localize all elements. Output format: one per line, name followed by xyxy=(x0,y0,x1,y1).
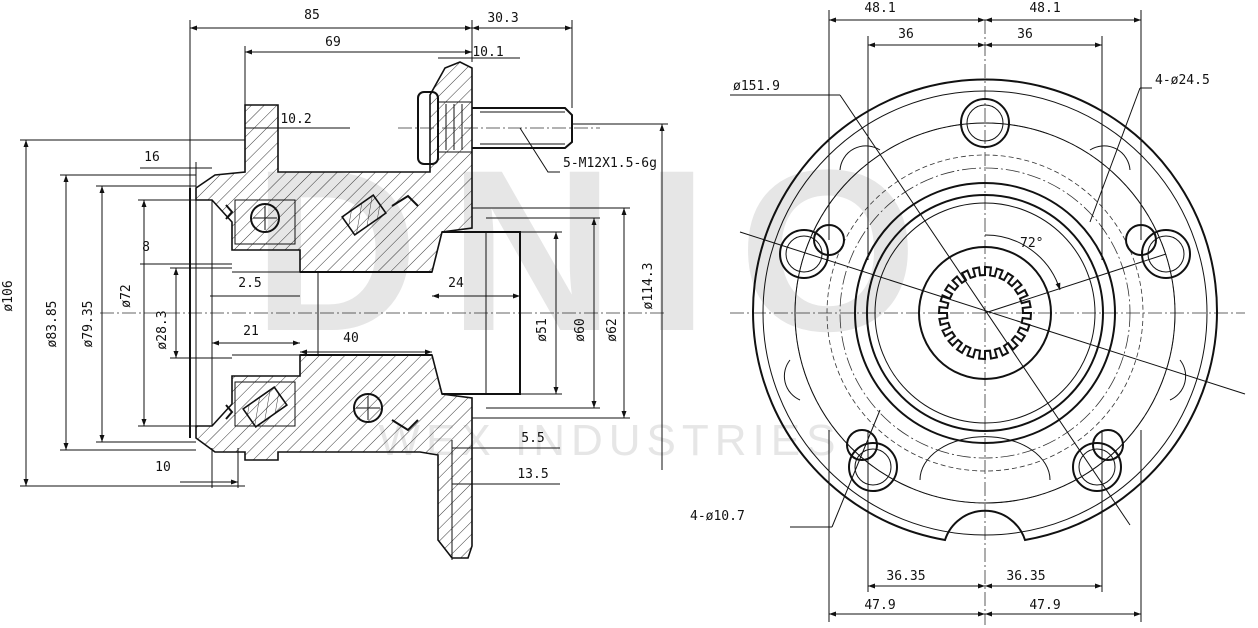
dim-10: 10 xyxy=(155,460,171,475)
dim-48-1-left: 48.1 xyxy=(864,1,895,16)
ball-upper-outer xyxy=(250,203,280,233)
wheel-stud xyxy=(398,91,600,165)
stud-hole-lower-left xyxy=(848,442,898,492)
dim-dia-72: ø72 xyxy=(119,284,134,307)
side-section-view: 85 30.3 69 10.1 10.2 16 8 2.5 21 40 24 5… xyxy=(1,8,668,560)
dim-dia-28-3: ø28.3 xyxy=(155,310,170,349)
bearing-elements xyxy=(225,193,419,432)
dim-24: 24 xyxy=(448,276,464,291)
dim-30-3: 30.3 xyxy=(487,11,518,26)
dim-48-1-right: 48.1 xyxy=(1029,1,1060,16)
dim-40: 40 xyxy=(343,331,359,346)
dim-8: 8 xyxy=(142,240,150,255)
stud-hole-lower-right xyxy=(1072,442,1122,492)
dim-36-right: 36 xyxy=(1017,27,1033,42)
dim-2-5: 2.5 xyxy=(238,276,261,291)
front-outer-flange xyxy=(752,78,1218,542)
dim-10-1: 10.1 xyxy=(472,45,503,60)
hub-ring-inner xyxy=(866,194,1104,432)
roller-lower-outer xyxy=(242,385,288,429)
stud-hole-top xyxy=(960,98,1010,148)
dim-36-left: 36 xyxy=(898,27,914,42)
front-dimension-lines xyxy=(730,10,1142,622)
dim-47-9-left: 47.9 xyxy=(864,598,895,613)
side-dimension-labels: 85 30.3 69 10.1 10.2 16 8 2.5 21 40 24 5… xyxy=(1,8,657,482)
dim-85: 85 xyxy=(304,8,320,23)
dim-36-35-left: 36.35 xyxy=(886,569,925,584)
spline-teeth xyxy=(937,265,1033,361)
dim-21: 21 xyxy=(243,324,259,339)
dim-10-2: 10.2 xyxy=(280,112,311,127)
angle-72: 72° xyxy=(1020,236,1043,251)
dim-dia-106: ø106 xyxy=(1,280,16,311)
dim-69: 69 xyxy=(325,35,341,50)
hub-ring-outer xyxy=(854,182,1116,444)
side-dimension-lines xyxy=(20,20,668,560)
dim-dia-62: ø62 xyxy=(605,318,620,341)
front-annotations xyxy=(739,87,1246,528)
dim-dia-79-35: ø79.35 xyxy=(81,301,96,348)
dim-dia-151-9: ø151.9 xyxy=(733,79,780,94)
hub-recess xyxy=(442,231,521,395)
dim-16: 16 xyxy=(144,150,160,165)
front-view: 48.1 48.1 36 36 ø151.9 4-ø24.5 72° 4-ø10… xyxy=(690,1,1246,625)
dim-5-5: 5.5 xyxy=(521,431,544,446)
holes-10-7: 4-ø10.7 xyxy=(690,509,745,524)
ball-lower-inner xyxy=(353,393,383,423)
dim-36-35-right: 36.35 xyxy=(1006,569,1045,584)
front-dimension-labels: 48.1 48.1 36 36 ø151.9 4-ø24.5 72° 4-ø10… xyxy=(690,1,1210,613)
holes-24-5: 4-ø24.5 xyxy=(1155,73,1210,88)
dim-47-9-right: 47.9 xyxy=(1029,598,1060,613)
thread-spec: 5-M12X1.5-6g xyxy=(563,156,657,171)
roller-upper-inner xyxy=(341,193,387,237)
mounting-holes xyxy=(813,224,1157,461)
flange-scallops xyxy=(783,145,1187,481)
dim-dia-83-85: ø83.85 xyxy=(45,301,60,348)
dim-dia-114-3: ø114.3 xyxy=(641,263,656,310)
spline-bore xyxy=(937,265,1033,361)
dim-13-5: 13.5 xyxy=(517,467,548,482)
hub-center-bore xyxy=(918,246,1052,380)
dim-dia-51: ø51 xyxy=(535,318,550,341)
dim-dia-60: ø60 xyxy=(573,318,588,341)
